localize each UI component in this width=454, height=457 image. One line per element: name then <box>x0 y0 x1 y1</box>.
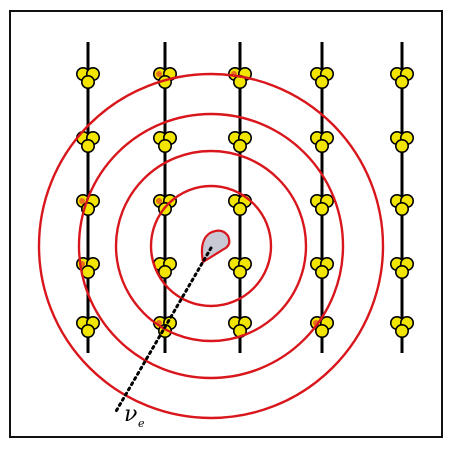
atom-excited-mark <box>156 198 162 204</box>
atom-lobe <box>82 140 94 152</box>
neutrino-label-subscript: e <box>138 417 145 430</box>
atom-lobe <box>316 76 328 88</box>
atom-lobe <box>234 203 246 215</box>
atom-lobe <box>396 325 408 337</box>
atom-lobe <box>159 140 171 152</box>
atom-lobe <box>396 76 408 88</box>
atom-lobe <box>316 266 328 278</box>
atom-lobe <box>396 140 408 152</box>
atom-lobe <box>396 266 408 278</box>
atom-excited-mark <box>79 198 85 204</box>
neutrino-label: ν <box>124 402 137 427</box>
atom-lobe <box>82 76 94 88</box>
atom-lobe <box>234 266 246 278</box>
atom-lobe <box>316 325 328 337</box>
atom-lobe <box>316 203 328 215</box>
atom-lobe <box>159 266 171 278</box>
atom-lobe <box>234 140 246 152</box>
atom-lobe <box>396 203 408 215</box>
atom-excited-mark <box>156 71 162 77</box>
atom-lobe <box>82 325 94 337</box>
atom-lobe <box>316 140 328 152</box>
